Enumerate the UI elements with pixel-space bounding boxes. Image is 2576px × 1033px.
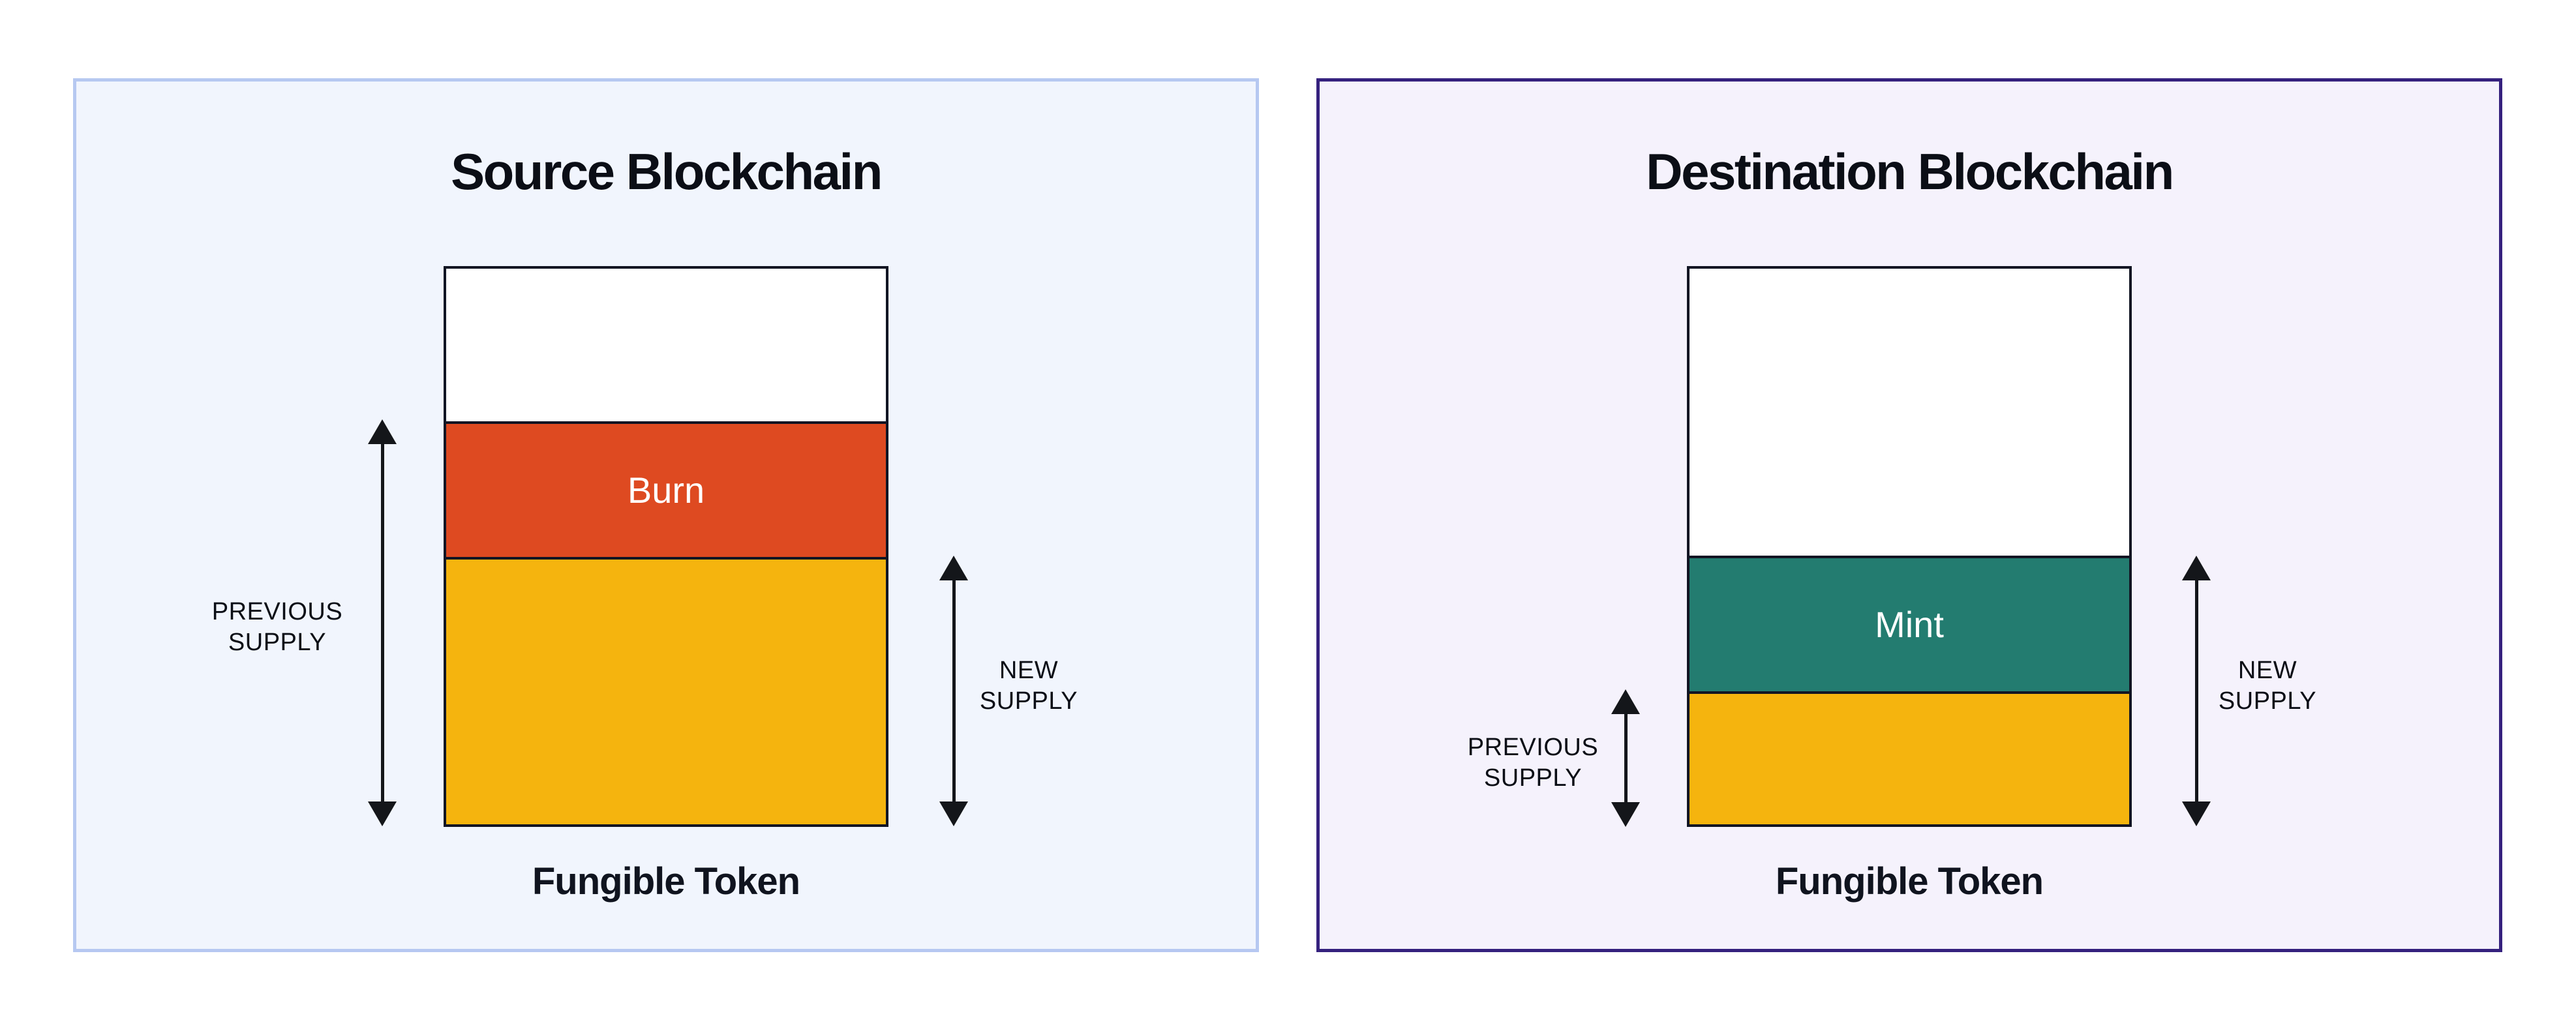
previous-supply-double-arrow-icon <box>1611 689 1640 827</box>
arrow-down-head-icon <box>2182 801 2211 826</box>
arrow-up-head-icon <box>939 556 968 580</box>
burn-label: Burn <box>627 470 705 511</box>
arrow-down-head-icon <box>939 801 968 826</box>
new-supply-double-arrow-icon <box>2182 556 2211 826</box>
destination-bar-previous-supply-segment <box>1690 691 2129 824</box>
destination-token-caption: Fungible Token <box>1775 860 2044 903</box>
destination-bar-empty-segment <box>1690 269 2129 556</box>
new-supply-label-line1: NEW <box>999 657 1059 684</box>
previous-supply-label: PREVIOUS SUPPLY <box>1416 732 1650 794</box>
destination-blockchain-panel: Destination Blockchain Mint PREVIOUS SUP… <box>1316 78 2502 952</box>
destination-panel-title: Destination Blockchain <box>1646 143 2174 200</box>
destination-bar-mint-segment: Mint <box>1690 556 2129 691</box>
new-supply-double-arrow-icon <box>939 556 968 826</box>
arrow-shaft <box>952 580 956 801</box>
arrow-up-head-icon <box>1611 689 1640 714</box>
source-token-caption: Fungible Token <box>532 860 800 903</box>
previous-supply-label-line2: SUPPLY <box>1483 764 1583 792</box>
previous-supply-label-line1: PREVIOUS <box>211 598 343 625</box>
mint-label: Mint <box>1875 603 1944 645</box>
destination-token-bar: Mint <box>1687 266 2132 827</box>
previous-supply-label-line1: PREVIOUS <box>1467 734 1599 761</box>
arrow-up-head-icon <box>2182 556 2211 580</box>
source-panel-title: Source Blockchain <box>451 143 883 200</box>
arrow-shaft <box>2194 580 2198 801</box>
previous-supply-label-line2: SUPPLY <box>228 629 327 656</box>
new-supply-label-line2: SUPPLY <box>2218 687 2317 715</box>
arrow-up-head-icon <box>368 419 397 444</box>
arrow-shaft <box>1624 714 1628 802</box>
new-supply-label: NEW SUPPLY <box>911 655 1146 717</box>
source-blockchain-panel: Source Blockchain Burn PREVIOUS SUPPLY N… <box>73 78 1259 952</box>
previous-supply-double-arrow-icon <box>368 419 397 826</box>
arrow-down-head-icon <box>1611 802 1640 827</box>
new-supply-label-line2: SUPPLY <box>979 687 1078 715</box>
source-token-bar: Burn <box>444 266 888 827</box>
new-supply-label-line1: NEW <box>2237 657 2297 684</box>
source-bar-burn-segment: Burn <box>446 421 886 558</box>
previous-supply-label: PREVIOUS SUPPLY <box>160 597 395 658</box>
source-bar-empty-segment <box>446 269 886 422</box>
arrow-shaft <box>380 444 384 801</box>
arrow-down-head-icon <box>368 801 397 826</box>
new-supply-label: NEW SUPPLY <box>2150 655 2385 717</box>
source-bar-remaining-supply-segment <box>446 557 886 824</box>
